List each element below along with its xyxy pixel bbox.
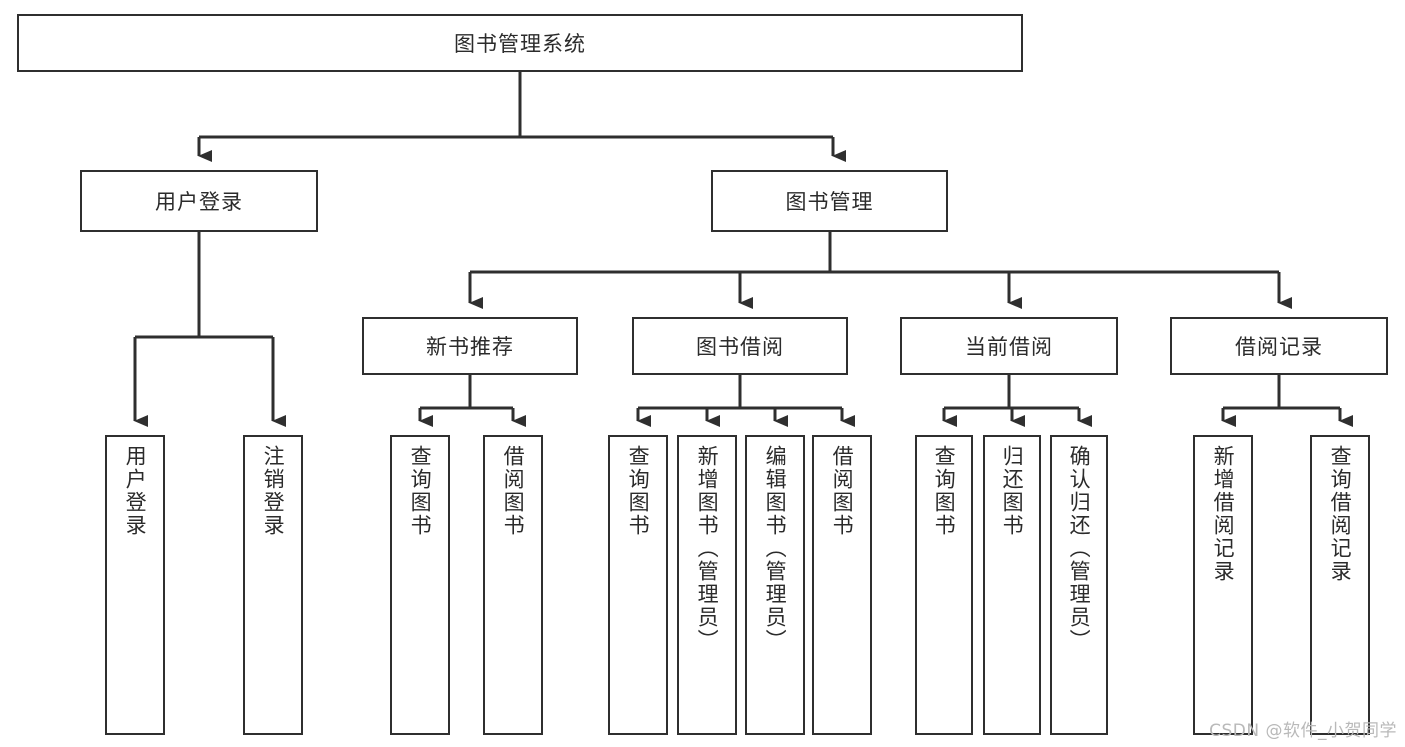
leaf-label: 借阅图书 — [501, 445, 526, 537]
leaf-add-borrow-record[interactable]: 新增借阅记录 — [1193, 435, 1253, 735]
node-level3-borrow-record[interactable]: 借阅记录 — [1170, 317, 1388, 375]
leaf-query-borrow-record[interactable]: 查询借阅记录 — [1310, 435, 1370, 735]
leaf-label: 查询图书 — [626, 445, 651, 537]
node-label: 图书管理 — [785, 190, 874, 214]
node-level2-book-management[interactable]: 图书管理 — [711, 170, 948, 232]
leaf-label: 查询图书 — [408, 445, 433, 537]
leaf-label: 编辑图书（管理员） — [763, 445, 788, 652]
leaf-label: 查询借阅记录 — [1328, 445, 1353, 583]
node-root-label: 图书管理系统 — [454, 32, 586, 56]
node-label: 新书推荐 — [426, 335, 514, 359]
watermark: CSDN @软件_小贺同学 — [1209, 721, 1397, 741]
leaf-label: 注销登录 — [261, 445, 286, 537]
leaf-add-book-admin[interactable]: 新增图书（管理员） — [677, 435, 737, 735]
leaf-query-book-current[interactable]: 查询图书 — [915, 435, 973, 735]
leaf-return-book[interactable]: 归还图书 — [983, 435, 1041, 735]
leaf-label: 用户登录 — [123, 445, 148, 537]
leaf-label: 确认归还（管理员） — [1067, 445, 1092, 652]
leaf-logout[interactable]: 注销登录 — [243, 435, 303, 735]
leaf-edit-book-admin[interactable]: 编辑图书（管理员） — [745, 435, 805, 735]
leaf-label: 新增图书（管理员） — [695, 445, 720, 652]
leaf-label: 查询图书 — [932, 445, 957, 537]
leaf-confirm-return-admin[interactable]: 确认归还（管理员） — [1050, 435, 1108, 735]
node-level3-book-borrow[interactable]: 图书借阅 — [632, 317, 848, 375]
leaf-borrow-book-recommend[interactable]: 借阅图书 — [483, 435, 543, 735]
node-label: 图书借阅 — [696, 335, 784, 359]
node-root[interactable]: 图书管理系统 — [17, 14, 1023, 72]
leaf-query-book-recommend[interactable]: 查询图书 — [390, 435, 450, 735]
leaf-label: 归还图书 — [1000, 445, 1025, 537]
node-level3-new-book-recommend[interactable]: 新书推荐 — [362, 317, 578, 375]
leaf-borrow-book[interactable]: 借阅图书 — [812, 435, 872, 735]
node-level2-user-login[interactable]: 用户登录 — [80, 170, 318, 232]
node-level3-current-borrow[interactable]: 当前借阅 — [900, 317, 1118, 375]
leaf-query-book-borrow[interactable]: 查询图书 — [608, 435, 668, 735]
leaf-user-login[interactable]: 用户登录 — [105, 435, 165, 735]
leaf-label: 借阅图书 — [830, 445, 855, 537]
leaf-label: 新增借阅记录 — [1211, 445, 1236, 583]
node-label: 借阅记录 — [1235, 335, 1323, 359]
node-label: 当前借阅 — [965, 335, 1053, 359]
node-label: 用户登录 — [155, 190, 243, 214]
